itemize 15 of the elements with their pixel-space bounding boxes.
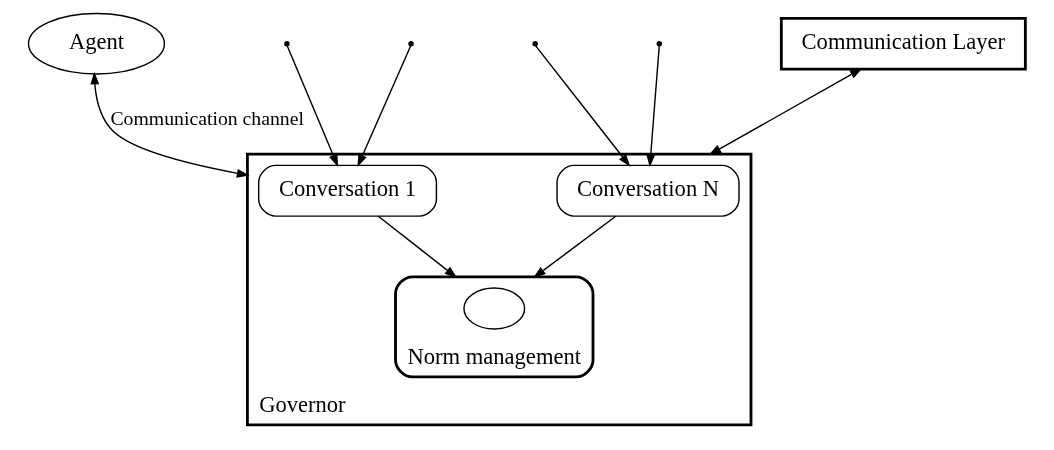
arrow: [286, 45, 339, 168]
node-box: Communication Layer: [779, 16, 1027, 71]
arrow: [708, 68, 863, 156]
cluster: Norm management: [394, 275, 595, 379]
arrow: [357, 45, 412, 167]
node-ellipse: Agent: [27, 12, 166, 75]
node-circle: [463, 287, 526, 330]
edge-label: Communication channel: [110, 106, 304, 129]
arrow: [377, 215, 458, 279]
arrow: [646, 45, 660, 168]
arrow: [533, 215, 617, 279]
node-box: Conversation 1: [258, 164, 438, 217]
node-box: Conversation N: [556, 164, 740, 217]
arrow: [535, 45, 631, 167]
arrow: [90, 71, 250, 178]
